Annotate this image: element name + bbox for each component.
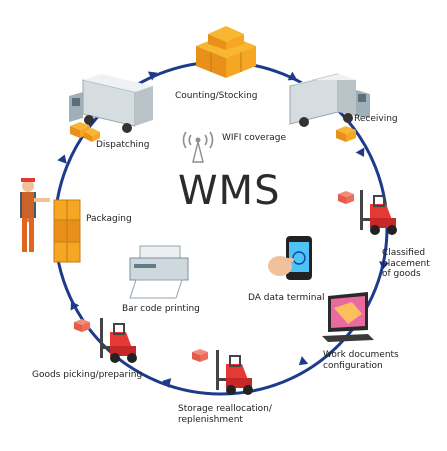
arrow-head	[147, 71, 158, 81]
stage-label-line: configuration	[323, 360, 383, 371]
stage-label-counting: Counting/Stocking	[175, 91, 258, 101]
arrow-head	[70, 301, 80, 311]
forklift-icon	[216, 350, 253, 395]
stage-label-picking: Goods picking/preparing	[32, 370, 143, 380]
arrow-head	[162, 378, 172, 388]
arrow-head	[355, 147, 365, 157]
stage-label-line: placement	[382, 258, 430, 269]
forklift-icon	[360, 190, 397, 235]
handheld-terminal-icon	[268, 236, 312, 280]
arrow-head	[298, 356, 309, 366]
stage-label-classified: Classified placement of goods	[382, 248, 430, 280]
stage-label-storage: Storage reallocation/ replenishment	[178, 404, 272, 425]
box-pallet-icon	[74, 319, 90, 332]
stage-label-work-documents: Work documents configuration	[323, 350, 399, 371]
worker-packing-icon	[20, 178, 50, 252]
arrow-head	[379, 261, 389, 270]
stage-label-line: of goods	[382, 269, 421, 279]
delivery-truck-icon	[289, 73, 370, 127]
stage-label-line: replenishment	[178, 414, 243, 425]
arrow-head	[287, 71, 298, 81]
monitor-icon	[322, 292, 374, 342]
delivery-truck-icon	[69, 74, 153, 133]
box-pallet-icon	[192, 349, 208, 362]
arrow-head	[57, 154, 67, 164]
box-pallet-icon	[338, 191, 354, 204]
wifi-label: WIFI coverage	[222, 133, 287, 143]
terminal-label: DA data terminal	[248, 293, 325, 303]
box-stack-icon	[53, 199, 81, 263]
box-pallet-icon	[336, 126, 356, 142]
printing-label: Bar code printing	[122, 304, 200, 314]
printer-icon	[129, 245, 189, 299]
cycle-arrows	[57, 71, 389, 388]
stage-label-line: Work documents	[323, 350, 399, 360]
stage-label-line: Classified	[382, 248, 426, 258]
box-pallet-icon	[70, 122, 100, 142]
stage-label-packaging: Packaging	[86, 214, 132, 224]
stage-label-line: Storage reallocation/	[178, 404, 272, 414]
boxes-stack-icon	[196, 26, 256, 78]
wifi-icon	[182, 131, 214, 163]
stage-label-dispatching: Dispatching	[96, 140, 150, 150]
forklift-icon	[100, 318, 137, 363]
diagram-title: WMS	[178, 168, 281, 214]
stage-label-receiving: Receiving	[354, 114, 398, 124]
